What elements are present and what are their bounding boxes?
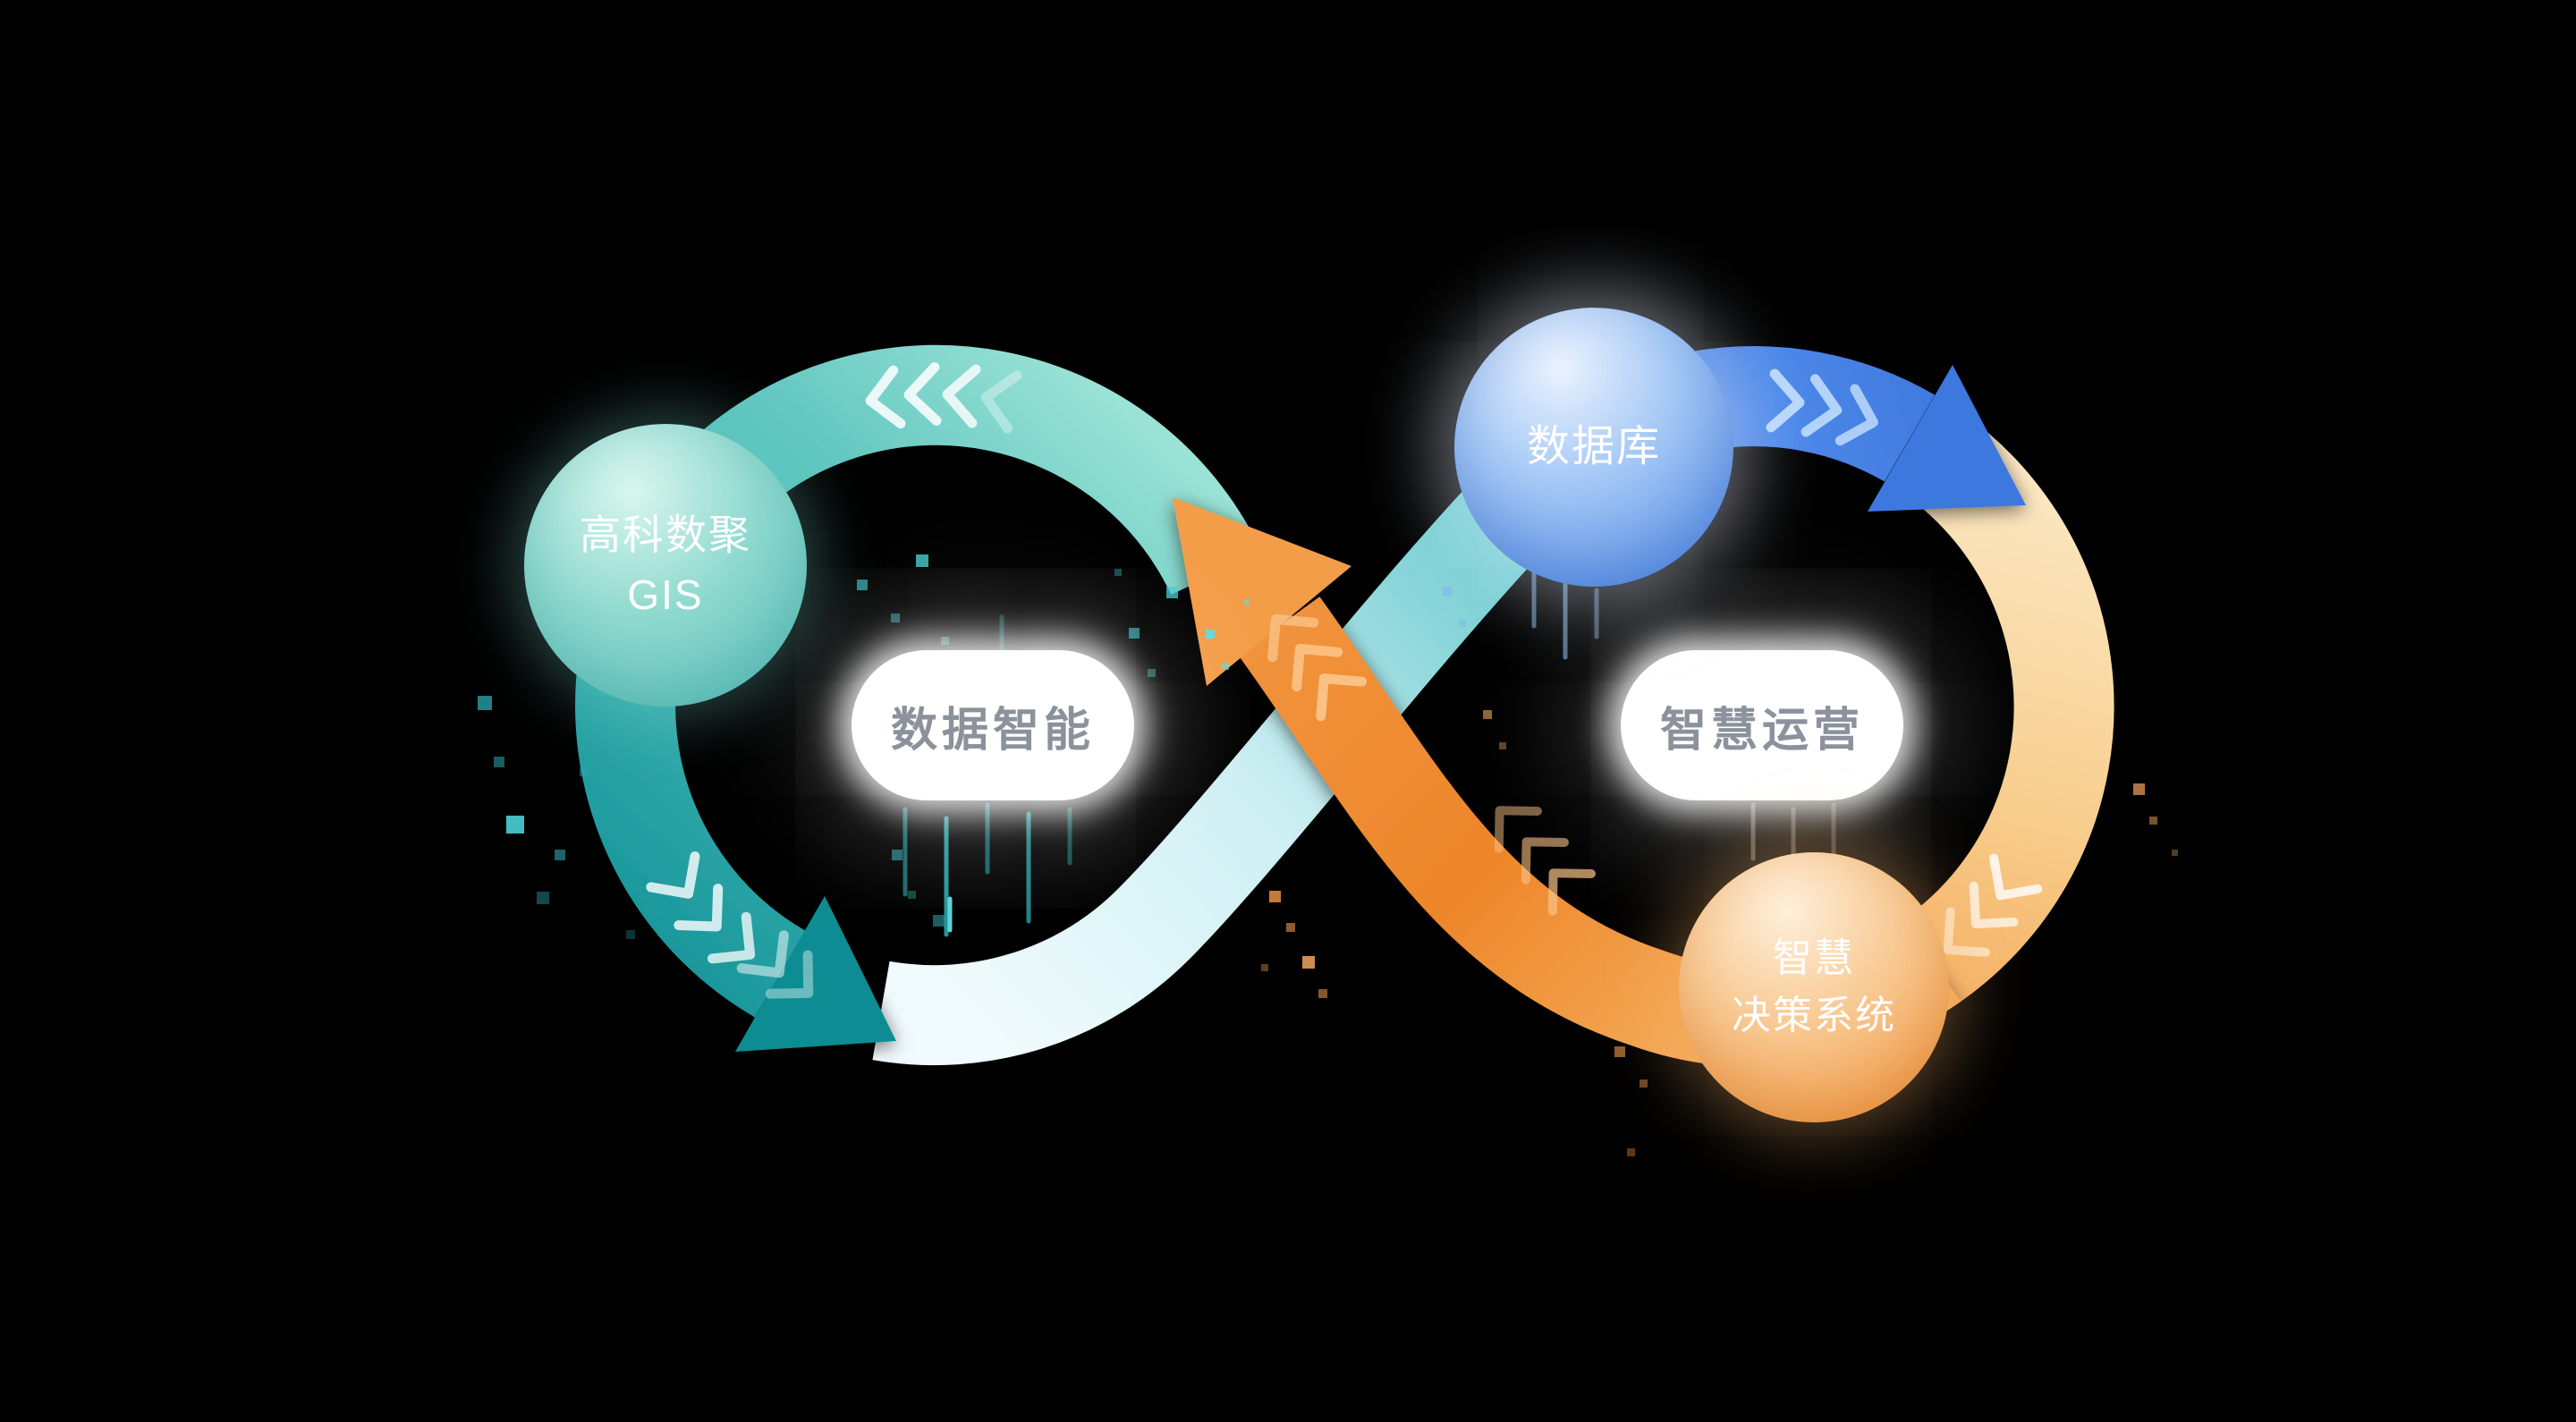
left-loop-arrowhead bbox=[735, 896, 896, 1052]
decor-dots bbox=[478, 554, 2178, 1156]
node-decision-label-line2: 决策系统 bbox=[1732, 994, 1896, 1037]
label-smart-operation: 智慧运营 bbox=[1621, 650, 1903, 800]
label-data-intelligence-text: 数据智能 bbox=[890, 704, 1095, 757]
label-smart-operation-text: 智慧运营 bbox=[1659, 704, 1864, 757]
node-gis-label-line2: GIS bbox=[627, 571, 704, 618]
node-database-label: 数据库 bbox=[1526, 423, 1661, 471]
node-database: 数据库 bbox=[1454, 308, 1733, 587]
label-data-intelligence: 数据智能 bbox=[852, 650, 1134, 800]
node-gis-label-line1: 高科数聚 bbox=[580, 512, 751, 559]
node-decision-label-line1: 智慧 bbox=[1773, 936, 1855, 981]
blue-arrowhead bbox=[1868, 365, 2026, 512]
node-decision-system: 智慧 决策系统 bbox=[1679, 852, 1949, 1122]
orange-arrowhead bbox=[1173, 497, 1352, 686]
node-gis: 高科数聚 GIS bbox=[524, 424, 807, 707]
